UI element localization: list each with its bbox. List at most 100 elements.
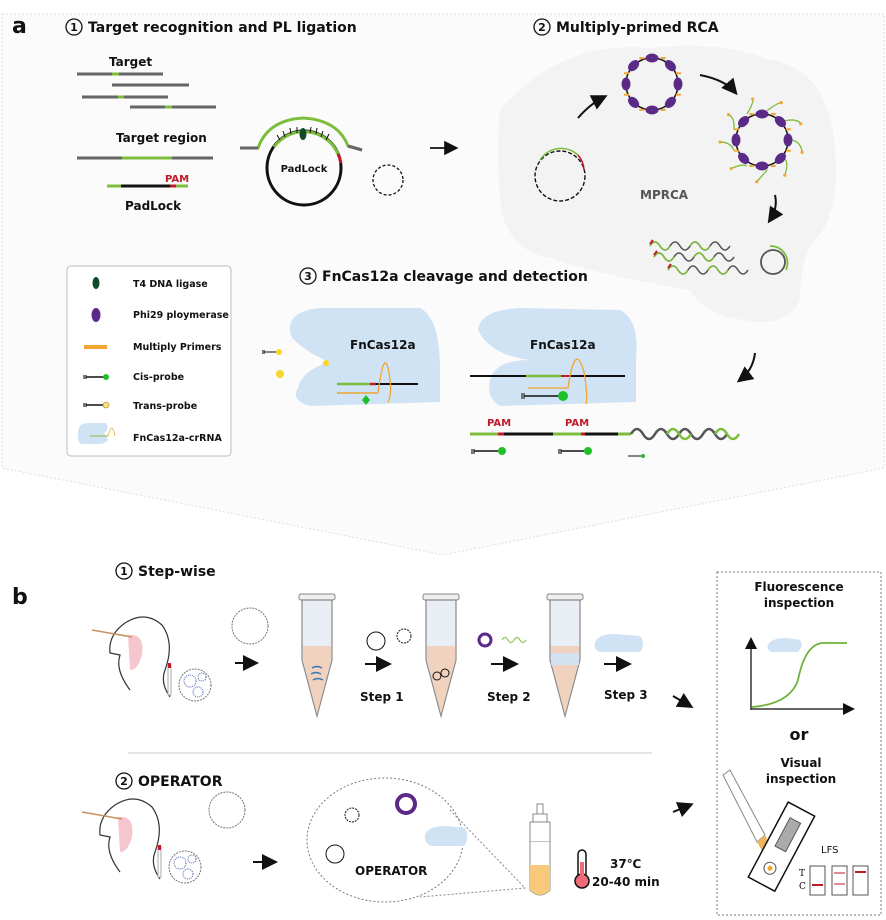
padlock-mini-icon	[366, 631, 386, 651]
svg-text:Cis-probe: Cis-probe	[133, 372, 184, 383]
tube-liquid	[427, 646, 455, 660]
rna-sample-bubble	[231, 607, 269, 645]
product-strand	[720, 141, 735, 151]
pam-label-2: PAM	[565, 418, 589, 429]
time-label: 20-40 min	[592, 875, 660, 889]
padlock-label: PadLock	[125, 199, 182, 213]
primer-icon	[726, 113, 731, 117]
svg-text:1: 1	[70, 21, 78, 34]
primer-icon	[799, 122, 803, 126]
primer-icon	[751, 97, 755, 101]
virus-bubble	[178, 668, 212, 702]
trans-probe-icon	[262, 349, 282, 355]
padlock-mini-icon	[325, 844, 345, 864]
panel-a-letter: a	[12, 14, 27, 39]
tube-liquid	[303, 660, 331, 714]
rca-product-green	[649, 241, 671, 251]
svg-text:2: 2	[120, 775, 128, 788]
cas12a-trans-cleavage: FnCas12a	[262, 308, 440, 406]
primer-icon	[770, 113, 776, 116]
target-strands	[77, 72, 216, 109]
step3-label: Step 3	[604, 688, 648, 702]
padlock-ligation-diagram: PadLock	[240, 116, 363, 207]
primer-icon	[639, 108, 645, 111]
phi29-polymerase-icon	[755, 161, 769, 171]
virus-icon	[187, 854, 197, 864]
step2-label: Step 2	[487, 690, 531, 704]
phi29-polymerase-icon	[738, 152, 750, 164]
or-label: or	[790, 725, 809, 744]
operator-title: OPERATOR	[138, 774, 223, 790]
rca-circle-green	[769, 245, 789, 271]
product-strand	[756, 169, 768, 183]
step2-title: Multiply-primed RCA	[556, 20, 719, 36]
svg-text:Multiply Primers: Multiply Primers	[133, 342, 222, 353]
primer-icon	[770, 164, 776, 167]
t-label: T	[799, 869, 805, 879]
rca-products	[649, 239, 789, 275]
tube-liquid	[551, 660, 579, 714]
step2-heading: 2 Multiply-primed RCA	[533, 18, 719, 36]
visual-title-2: inspection	[766, 772, 836, 786]
svg-text:3: 3	[304, 270, 312, 283]
rca-product-mini-icon	[501, 637, 527, 643]
phi29-polymerase-icon	[731, 133, 741, 147]
primer-icon	[624, 93, 630, 96]
tube-cap	[298, 593, 336, 601]
primer-icon	[729, 166, 733, 171]
sample-tube-cap	[168, 663, 171, 668]
svg-text:1: 1	[120, 565, 128, 578]
c-label: C	[799, 882, 806, 892]
phi29-polymerase-icon	[673, 77, 683, 91]
primer-icon	[755, 180, 759, 184]
t4-ligase-icon	[92, 277, 100, 289]
t4-ligase-icon	[299, 128, 307, 140]
primer-icon	[734, 128, 740, 131]
phi29-polymerase-icon	[664, 96, 676, 108]
operator-heading: 2 OPERATOR	[115, 772, 223, 790]
primer-icon	[675, 72, 681, 75]
target-label: Target	[109, 55, 152, 69]
panel-b-letter: b	[12, 585, 28, 610]
primer-icon	[660, 57, 666, 60]
primer-icon	[783, 173, 787, 177]
tube-cap	[546, 593, 584, 601]
arrow-to-detection	[736, 352, 756, 383]
temperature-label: 37℃	[610, 857, 641, 871]
head-outline	[99, 798, 161, 880]
virus-icon	[173, 856, 187, 870]
cleaved-cis-probes	[471, 447, 645, 458]
svg-text:2: 2	[538, 21, 546, 34]
rca-product-green	[667, 265, 689, 275]
arrow-circle-to-polymerase	[577, 95, 608, 119]
stepwise-title: Step-wise	[138, 564, 216, 580]
cis-probe-icon	[521, 391, 568, 401]
product-strand	[791, 139, 803, 153]
svg-text:T4 DNA ligase: T4 DNA ligase	[133, 279, 208, 290]
trans-probe-icon	[83, 401, 110, 409]
readout-box	[716, 571, 882, 916]
padlock-circle-label: PadLock	[281, 164, 328, 175]
primer-icon	[734, 149, 740, 152]
primer-icon	[785, 149, 791, 152]
primer-icon	[660, 108, 666, 111]
tube-cap	[422, 593, 460, 601]
phi29-polymerase-icon	[774, 116, 786, 128]
phi29-polymerase-icon	[645, 53, 659, 63]
padlock-icon	[440, 668, 450, 678]
polymerase-mini-icon	[477, 632, 493, 648]
nasal-swab-head-2	[81, 798, 202, 884]
sample-tube	[157, 846, 162, 878]
primer-icon	[675, 93, 681, 96]
head-outline	[109, 616, 171, 698]
rna-strands	[310, 665, 324, 681]
rca-product-green	[693, 252, 715, 262]
svg-text:Trans-probe: Trans-probe	[133, 401, 197, 412]
phi29-polymerase-icon	[783, 133, 793, 147]
primer-icon	[800, 150, 804, 155]
phi29-polymerase-icon	[628, 60, 640, 72]
fncas12a-label-2: FnCas12a	[530, 338, 596, 352]
pam-label: PAM	[165, 174, 189, 185]
polymerase-ring-1	[621, 53, 683, 115]
